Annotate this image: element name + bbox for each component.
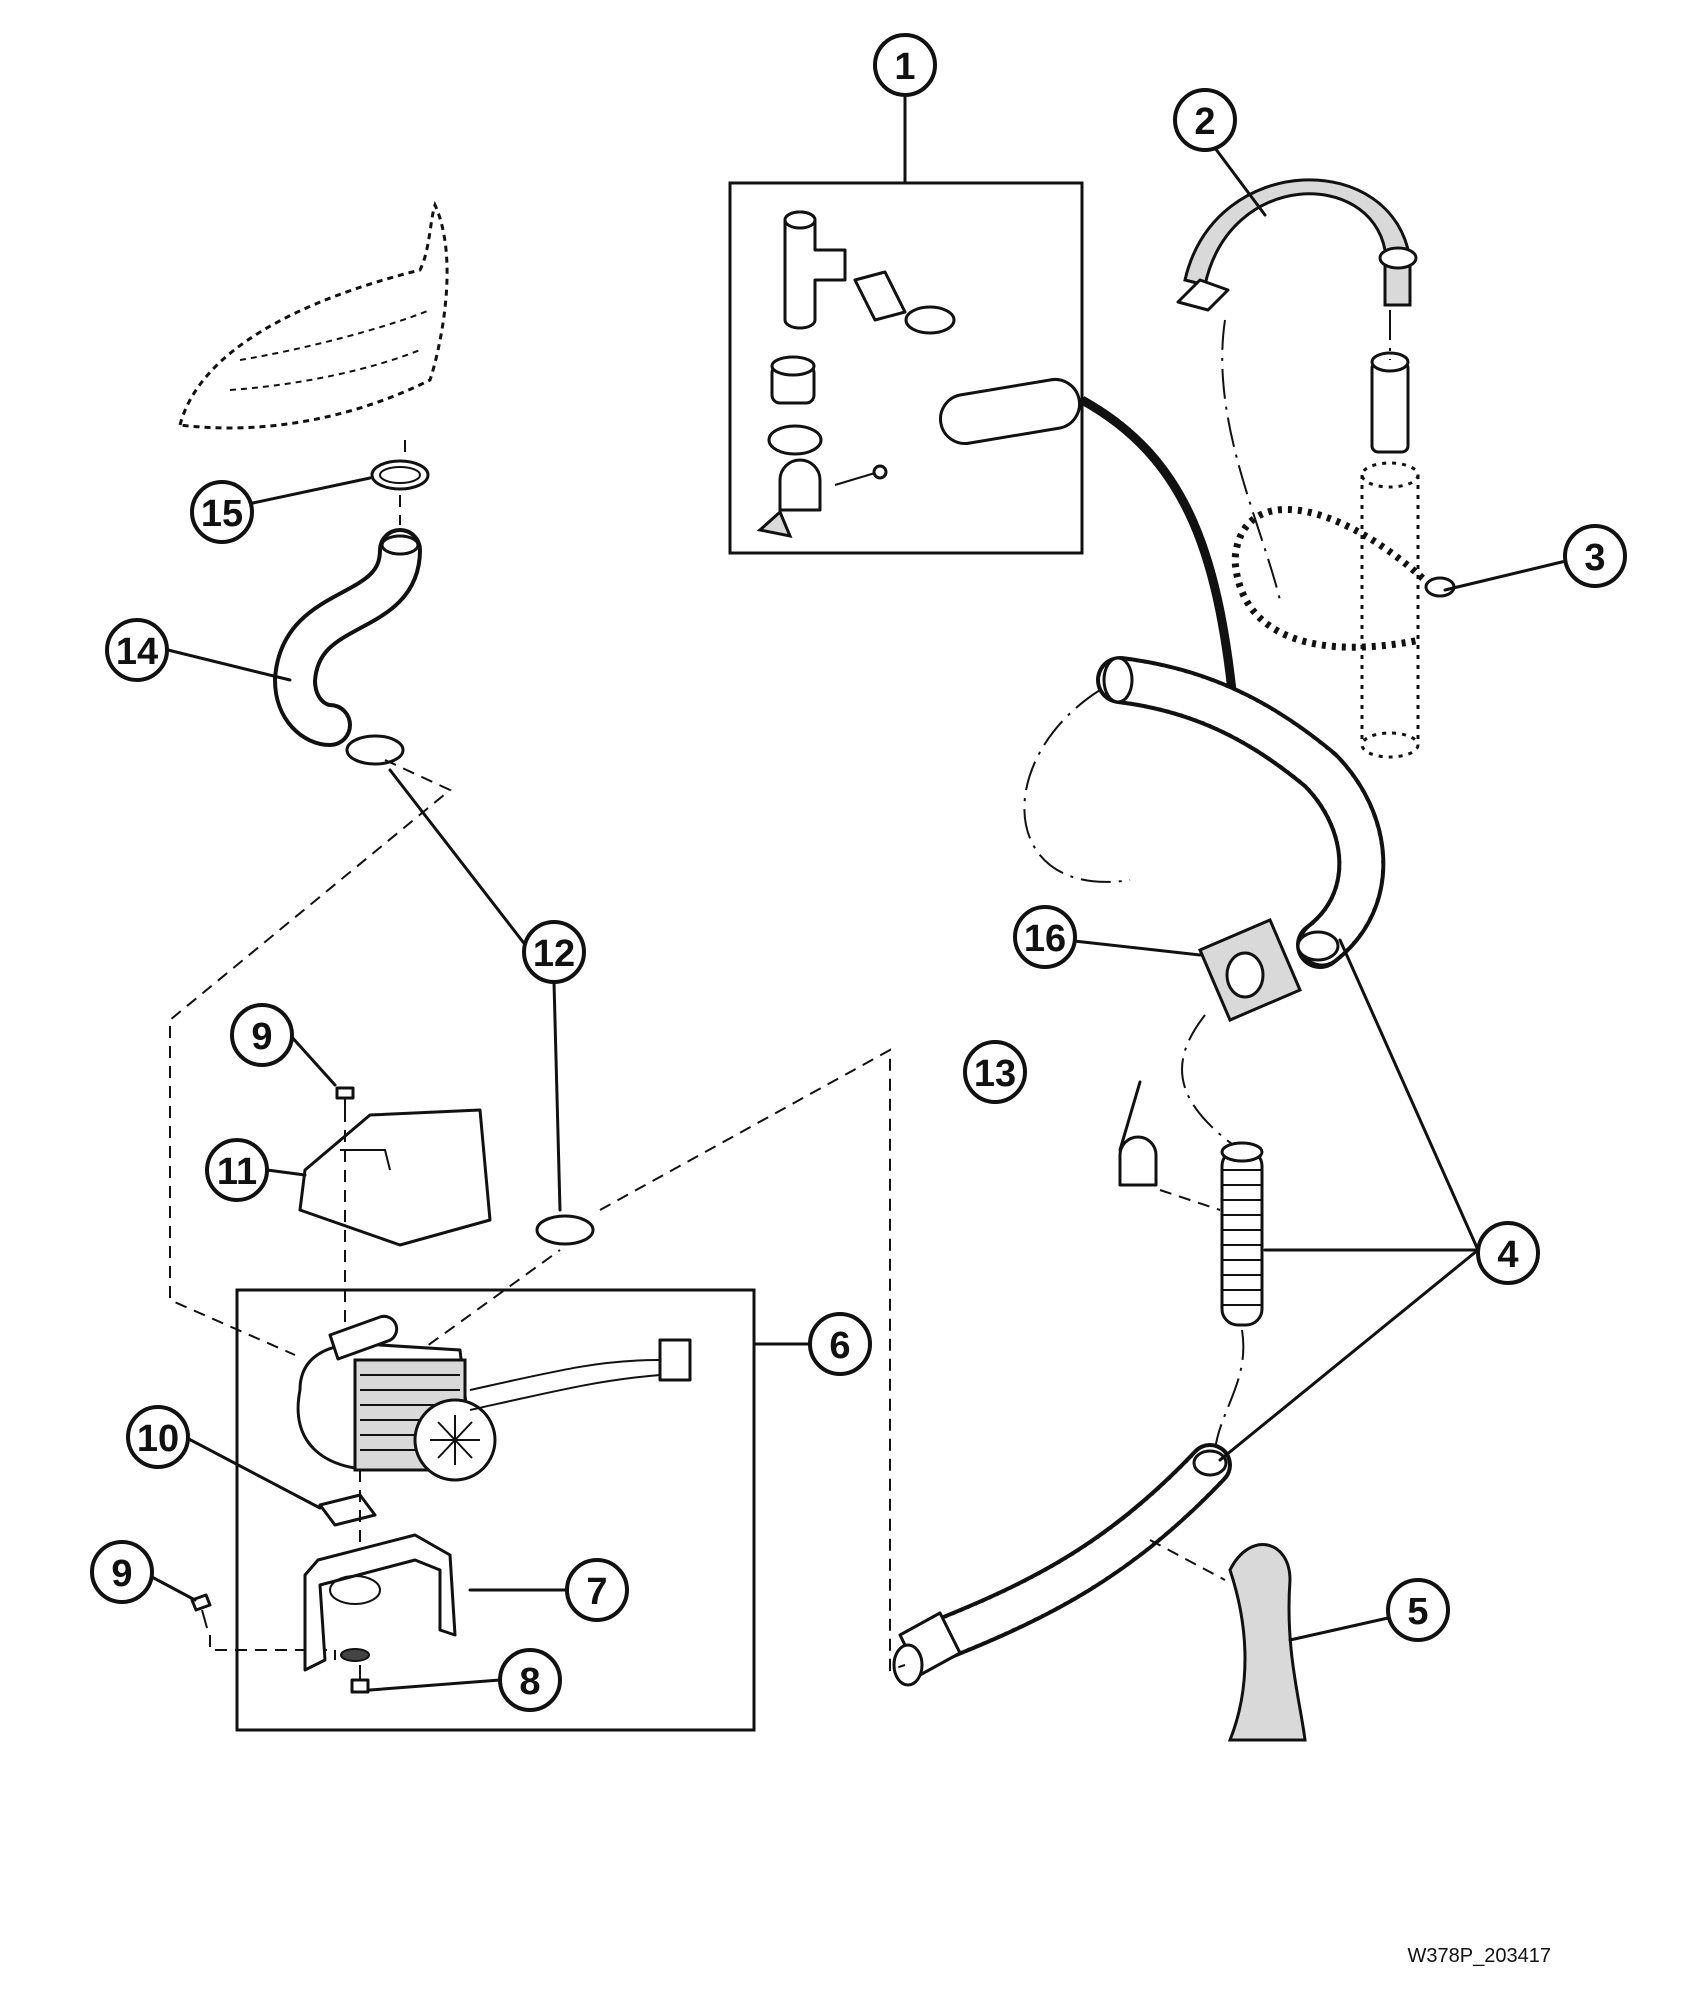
kit-pointer-curve <box>1079 396 1240 721</box>
callout-14: 14 <box>105 618 169 682</box>
tub-outline <box>178 200 449 430</box>
svg-text:10: 10 <box>137 1418 179 1460</box>
standpipe-outline <box>1360 475 1420 745</box>
screw-9-lower <box>190 1593 212 1629</box>
hose-guide-2 <box>1176 178 1418 454</box>
callout-15: 15 <box>190 480 254 544</box>
svg-text:1: 1 <box>894 46 915 88</box>
callout-2: 2 <box>1173 88 1237 152</box>
svg-text:7: 7 <box>586 1571 607 1613</box>
kit-parts-1 <box>756 210 1081 539</box>
clamp-15 <box>370 459 430 491</box>
svg-text:8: 8 <box>519 1661 540 1703</box>
svg-text:15: 15 <box>201 493 243 535</box>
callout-9-lower: 9 <box>90 1540 154 1604</box>
callout-12: 12 <box>522 920 586 984</box>
clamp-12-upper <box>345 734 405 766</box>
svg-text:14: 14 <box>116 631 158 673</box>
diagram-reference-code: W378P_203417 <box>1407 1945 1551 1967</box>
pump-shield-11 <box>298 1108 492 1247</box>
pump-motor-6 <box>296 1314 692 1482</box>
callout-5: 5 <box>1386 1578 1450 1642</box>
callout-6: 6 <box>808 1312 872 1376</box>
svg-text:4: 4 <box>1497 1234 1518 1276</box>
svg-text:2: 2 <box>1194 101 1215 143</box>
callout-4: 4 <box>1476 1221 1540 1285</box>
callout-3: 3 <box>1563 524 1627 588</box>
drain-hose-lower-4 <box>892 1443 1232 1687</box>
callout-8: 8 <box>498 1648 562 1712</box>
callout-9-upper: 9 <box>230 1003 294 1067</box>
svg-text:12: 12 <box>533 933 575 975</box>
screw-8 <box>350 1665 370 1694</box>
svg-text:16: 16 <box>1024 918 1066 960</box>
svg-text:3: 3 <box>1584 537 1605 579</box>
callout-13: 13 <box>963 1040 1027 1104</box>
svg-text:9: 9 <box>251 1016 272 1058</box>
callout-11: 11 <box>205 1138 269 1202</box>
svg-text:9: 9 <box>111 1553 132 1595</box>
svg-text:6: 6 <box>829 1325 850 1367</box>
leader-lines <box>148 93 1572 1692</box>
kit-box-6 <box>235 1288 756 1732</box>
drain-hose-upper-4 <box>1096 656 1386 969</box>
callout-10: 10 <box>126 1405 190 1469</box>
clip-13 <box>1118 1135 1158 1187</box>
hose-holder-5 <box>1227 1543 1307 1742</box>
callout-1: 1 <box>873 33 937 97</box>
svg-text:11: 11 <box>217 1151 257 1193</box>
bead-chain-3 <box>1231 506 1433 651</box>
drain-hose-middle-4 <box>1220 1141 1264 1327</box>
callout-7: 7 <box>565 1558 629 1622</box>
callout-16: 16 <box>1013 905 1077 969</box>
svg-text:5: 5 <box>1407 1591 1428 1633</box>
clamp-12-lower <box>535 1214 595 1246</box>
bracket-7 <box>303 1533 457 1672</box>
pad-10 <box>318 1493 377 1527</box>
svg-text:13: 13 <box>974 1053 1016 1095</box>
screw-9-upper <box>335 1086 355 1120</box>
